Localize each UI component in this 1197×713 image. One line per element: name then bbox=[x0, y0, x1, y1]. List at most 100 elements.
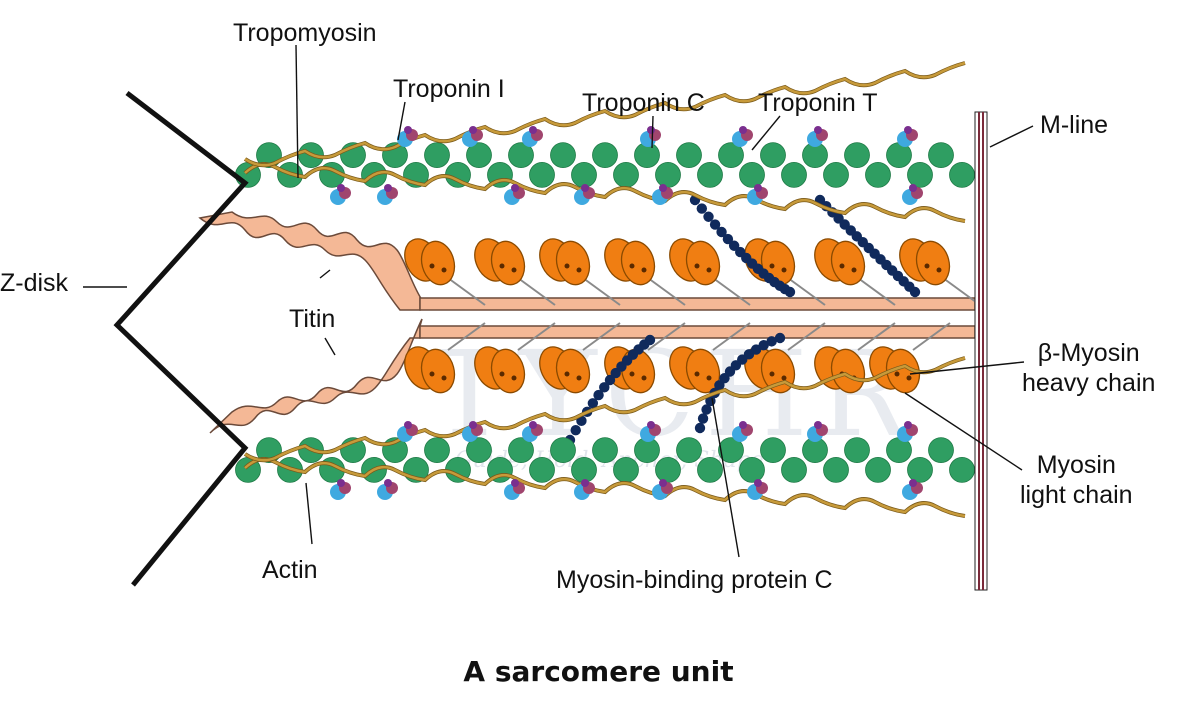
myosin-tail bbox=[447, 322, 486, 351]
myosin-head bbox=[669, 322, 751, 394]
myosin-light-chain bbox=[781, 267, 787, 273]
myosin-lobe bbox=[555, 348, 591, 394]
troponin-complex bbox=[397, 126, 418, 147]
mybpc-bead bbox=[694, 422, 706, 434]
thick-filament bbox=[419, 297, 976, 339]
troponin-t bbox=[384, 479, 392, 487]
troponin-complex bbox=[807, 421, 828, 442]
myosin-light-chain bbox=[769, 371, 775, 377]
actin-monomer bbox=[718, 437, 744, 464]
troponin-complex bbox=[462, 421, 483, 442]
myosin-light-chain bbox=[706, 375, 712, 381]
myosin-light-chain bbox=[564, 371, 570, 377]
myosin-light-chain bbox=[629, 371, 635, 377]
troponin-t bbox=[814, 126, 822, 134]
myosin-lobe bbox=[885, 348, 921, 394]
thin-filament bbox=[235, 61, 975, 223]
troponin-complex bbox=[732, 421, 753, 442]
thick-filament-upper-rod bbox=[419, 297, 976, 311]
actin-monomer bbox=[655, 161, 681, 188]
myosin-light-chain bbox=[576, 375, 582, 381]
myosin-head bbox=[539, 322, 621, 394]
leader-line bbox=[397, 101, 406, 141]
label-troponin-t: Troponin T bbox=[758, 89, 878, 117]
troponin-complex bbox=[902, 184, 923, 205]
leader-line bbox=[751, 115, 781, 151]
myosin-light-chain bbox=[781, 375, 787, 381]
actin-monomer bbox=[928, 437, 954, 464]
myosin-light-chain bbox=[839, 263, 845, 269]
mybpc-bead bbox=[722, 233, 734, 245]
myosin-lobe bbox=[830, 348, 866, 394]
troponin-t bbox=[754, 479, 762, 487]
myosin-tail bbox=[787, 277, 826, 306]
mybpc-bead bbox=[716, 226, 727, 238]
actin-monomer bbox=[571, 456, 597, 483]
thin-filaments bbox=[235, 61, 975, 518]
mybpc-bead bbox=[750, 344, 762, 355]
troponin-complex bbox=[377, 479, 398, 500]
myosin-head bbox=[669, 238, 751, 306]
troponin-t bbox=[904, 421, 912, 429]
myosin-head bbox=[474, 322, 556, 394]
myosin-tail bbox=[647, 322, 686, 351]
mybpc-bead bbox=[599, 382, 610, 393]
mybpc-bead bbox=[697, 413, 709, 424]
actin-monomer bbox=[865, 456, 891, 483]
myosin-light-chain bbox=[441, 267, 447, 273]
mybpc-bead bbox=[593, 389, 604, 401]
actin-monomer bbox=[508, 142, 534, 169]
actin-monomer bbox=[613, 456, 639, 483]
troponin-t bbox=[814, 421, 822, 429]
actin-monomer bbox=[424, 142, 450, 169]
troponin-t bbox=[754, 184, 762, 192]
actin-monomer bbox=[592, 142, 618, 169]
actin-monomer bbox=[865, 161, 891, 188]
troponin-t bbox=[469, 126, 477, 134]
myosin-head bbox=[744, 238, 826, 306]
myosin-lobe bbox=[555, 240, 591, 286]
myosin-heads bbox=[404, 238, 981, 394]
leader-line bbox=[319, 269, 331, 279]
tropomyosin-strand bbox=[244, 162, 966, 223]
actin-monomer bbox=[781, 161, 807, 188]
label-troponin-i: Troponin I bbox=[393, 75, 505, 103]
actin-monomer bbox=[739, 161, 765, 188]
label-z-disk: Z-disk bbox=[0, 269, 69, 297]
mybpc-bead bbox=[758, 340, 769, 351]
label-myosin-binding-protein-c: Myosin-binding protein C bbox=[556, 566, 833, 594]
myosin-head bbox=[604, 238, 686, 306]
actin-monomer bbox=[508, 437, 534, 464]
troponin-t bbox=[659, 479, 667, 487]
mybpc-bead bbox=[701, 404, 712, 415]
actin-monomer bbox=[823, 161, 849, 188]
mybpc-chain bbox=[814, 194, 921, 298]
troponin-t bbox=[581, 184, 589, 192]
myosin-light-chain bbox=[641, 375, 647, 381]
troponin-complex bbox=[574, 184, 595, 205]
troponin-t bbox=[739, 421, 747, 429]
diagram-title: A sarcomere unit bbox=[463, 655, 734, 688]
myosin-lobe bbox=[620, 240, 656, 286]
actin-monomer bbox=[760, 437, 786, 464]
troponin-t bbox=[337, 479, 345, 487]
troponin-t bbox=[659, 184, 667, 192]
myosin-tail bbox=[447, 277, 486, 306]
troponin-t bbox=[647, 421, 655, 429]
actin-monomer bbox=[676, 437, 702, 464]
troponin-complex bbox=[897, 126, 918, 147]
tropomyosin-strand bbox=[244, 457, 966, 518]
m-line-bar bbox=[974, 111, 988, 591]
mybpc-bead bbox=[774, 332, 786, 344]
thick-filament-lower-rod bbox=[419, 325, 976, 339]
leader-line bbox=[711, 397, 740, 558]
actin-monomer bbox=[466, 142, 492, 169]
myosin-head bbox=[404, 322, 486, 394]
myosin-light-chain bbox=[906, 375, 912, 381]
leader-line bbox=[324, 337, 336, 356]
myosin-light-chain bbox=[499, 263, 505, 269]
myosin-light-chain bbox=[641, 267, 647, 273]
mybpc-bead bbox=[604, 374, 616, 386]
troponin-complex bbox=[732, 126, 753, 147]
actin-monomer bbox=[907, 456, 933, 483]
